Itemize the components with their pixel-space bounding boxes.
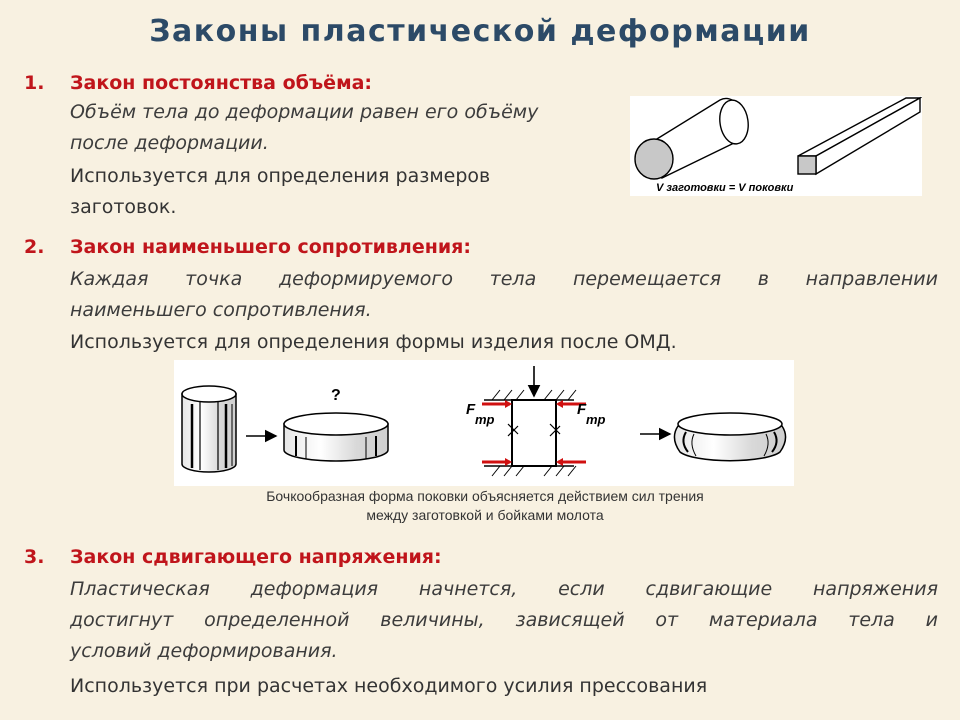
page-title: Законы пластической деформации	[149, 14, 811, 49]
figure-caption-line: Бочкообразная форма поковки объясняется …	[266, 488, 704, 504]
law-3-usage-line: Используется при расчетах необходимого у…	[70, 675, 708, 697]
law-1-definition-line: Объём тела до деформации равен его объём…	[70, 101, 539, 123]
cylinder-end	[719, 99, 749, 145]
law-1-definition-line: после деформации.	[70, 132, 269, 154]
law-3-usage: Используется при расчетах необходимого у…	[70, 671, 707, 702]
law-2-definition: Каждая точка деформируемого тела перемещ…	[70, 264, 938, 326]
law-3-number: 3.	[24, 546, 45, 568]
law-2-definition-line: Каждая точка деформируемого тела перемещ…	[70, 268, 938, 290]
law-2-usage-line: Используется для определения формы издел…	[70, 331, 677, 353]
volume-figure: V заготовки = V поковки	[630, 96, 923, 196]
law-3-definition-line: Пластическая деформация начнется, если с…	[70, 578, 938, 600]
law-3-heading: Закон сдвигающего напряжения:	[70, 546, 442, 568]
law-1-definition: Объём тела до деформации равен его объём…	[70, 97, 538, 159]
force-sub-right: mp	[586, 412, 606, 427]
flat-disc	[283, 412, 389, 462]
law-3-definition: Пластическая деформация начнется, если с…	[70, 574, 938, 667]
friction-diagram: F mp F mp	[466, 366, 606, 477]
law-1-usage-line: заготовок.	[70, 196, 177, 218]
barrel-figure: ?	[174, 360, 794, 486]
force-label-right: F	[577, 401, 587, 418]
law-2-usage: Используется для определения формы издел…	[70, 327, 677, 358]
law-2-heading: Закон наименьшего сопротивления:	[70, 236, 471, 258]
volume-label: V заготовки = V поковки	[656, 182, 794, 194]
law-2-definition-line: наименьшего сопротивления.	[70, 299, 372, 321]
law-3-definition-line: условий деформирования.	[70, 640, 338, 662]
force-sub-left: mp	[475, 412, 495, 427]
force-label-left: F	[466, 401, 476, 418]
bar-side	[815, 96, 921, 176]
tall-cylinder	[181, 385, 237, 473]
volume-figure-drawing: V заготовки = V поковки	[634, 96, 923, 194]
bar-face	[797, 155, 817, 175]
law-3-definition-line: достигнут определенной величины, зависящ…	[70, 609, 938, 631]
figure-caption-line: между заготовкой и бойками молота	[366, 507, 604, 523]
barrel-forging	[673, 412, 787, 462]
law-1-heading: Закон постоянства объёма:	[70, 72, 373, 94]
law-1-usage: Используется для определения размеров за…	[70, 161, 490, 223]
law-1-usage-line: Используется для определения размеров	[70, 165, 491, 187]
law-1-number: 1.	[24, 72, 45, 94]
figure-caption: Бочкообразная форма поковки объясняется …	[180, 487, 790, 525]
law-2-number: 2.	[24, 236, 45, 258]
cylinder-face	[634, 138, 674, 180]
question-mark: ?	[331, 387, 341, 404]
barrel-figure-drawing: ?	[181, 366, 787, 477]
